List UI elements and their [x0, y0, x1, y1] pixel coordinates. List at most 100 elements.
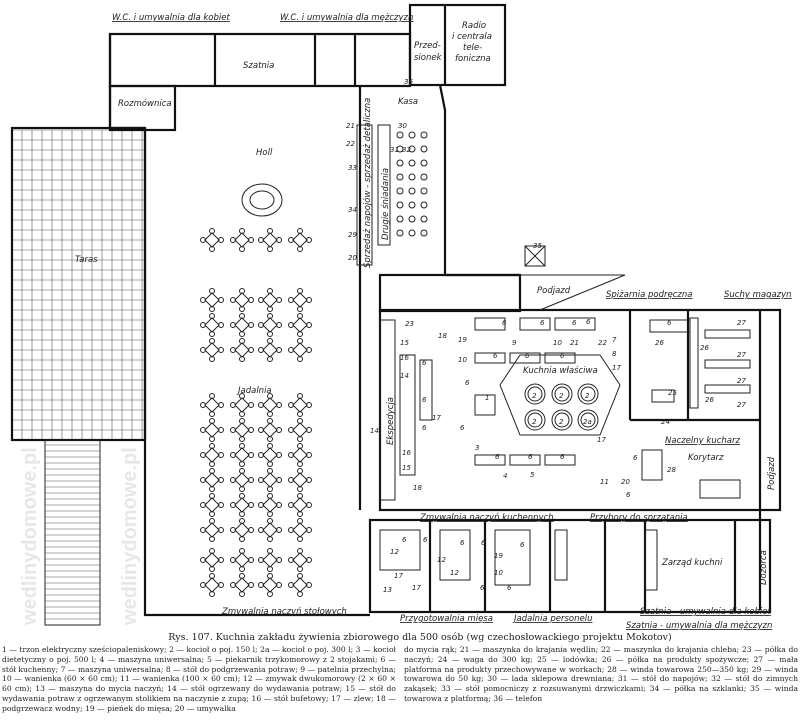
- equipment-number: 15: [400, 339, 409, 347]
- equipment-number: 6: [667, 319, 672, 327]
- chair: [396, 229, 404, 237]
- equipment-number: 6: [560, 453, 565, 461]
- label-meat-prep: Przygotowalnia mięsa: [400, 614, 493, 624]
- label-radio-3: tele-: [463, 43, 482, 53]
- equipment-number: 6: [422, 359, 427, 367]
- chair: [408, 131, 416, 139]
- chair: [420, 215, 428, 223]
- chair: [396, 201, 404, 209]
- label-kitchen-mgmt: Zarząd kuchni: [661, 558, 723, 568]
- dining-table: [288, 443, 312, 467]
- chair: [408, 229, 416, 237]
- chair: [408, 145, 416, 153]
- chair: [396, 215, 404, 223]
- chair: [396, 173, 404, 181]
- equipment-number: 2: [585, 392, 590, 400]
- boiler: [577, 383, 599, 405]
- dining-table: [200, 313, 224, 337]
- equipment-number: 36: [404, 78, 413, 86]
- equipment-number: 2a: [583, 418, 592, 426]
- equipment-number: 6: [495, 453, 500, 461]
- equipment-number: 35: [533, 242, 542, 250]
- label-vestibule: Przed-: [414, 41, 441, 51]
- equipment-number: 15: [402, 464, 411, 472]
- equipment-number: 12: [437, 556, 446, 564]
- label-pot-wash: Zmywalnia naczyń kuchennych: [419, 513, 554, 523]
- equipment-number: 20: [621, 478, 630, 486]
- label-driveway-right: Podjazd: [767, 456, 777, 490]
- equipment-number: 28: [667, 466, 676, 474]
- dining-table: [258, 288, 282, 312]
- equipment-number: 13: [383, 586, 392, 594]
- chair: [408, 173, 416, 181]
- equipment-number: 19: [494, 552, 503, 560]
- label-tableware-wash: Zmywalnia naczyń stołowych: [221, 607, 347, 617]
- equipment-number: 34: [348, 206, 357, 214]
- equipment-number: 27: [737, 377, 746, 385]
- equipment-number: 10: [553, 339, 562, 347]
- label-dispatch: Ekspedycja: [386, 397, 396, 445]
- chair: [420, 201, 428, 209]
- dining-table: [230, 288, 254, 312]
- equipment-number: 12: [390, 548, 399, 556]
- dining-table: [258, 548, 282, 572]
- equipment-number: 10: [458, 356, 467, 364]
- dining-table: [230, 313, 254, 337]
- label-hall: Holl: [256, 148, 273, 158]
- dining-table: [230, 393, 254, 417]
- equipment-number: 2: [559, 392, 564, 400]
- boiler: [524, 409, 546, 431]
- equipment-number: 32: [402, 146, 411, 154]
- chair: [420, 173, 428, 181]
- label-dry-store: Suchy magazyn: [724, 290, 792, 300]
- equipment-number: 29: [348, 231, 357, 239]
- equipment-number: 20: [348, 254, 357, 262]
- dining-table: [200, 443, 224, 467]
- equipment-number: 18: [438, 332, 447, 340]
- chair: [420, 187, 428, 195]
- equipment-number: 6: [402, 536, 407, 544]
- equipment-number: 22: [346, 140, 355, 148]
- equipment-number: 30: [398, 122, 407, 130]
- equipment-number: 8: [612, 350, 617, 358]
- floor-plan: W.C. i umywalnia dla kobiet W.C. i umywa…: [10, 3, 792, 630]
- equipment-number: 31: [390, 146, 399, 154]
- label-meeting-room: Rozmównica: [118, 98, 172, 109]
- chair: [420, 131, 428, 139]
- chair: [396, 145, 404, 153]
- equipment-number: 27: [737, 351, 746, 359]
- equipment-number: 6: [481, 539, 486, 547]
- boiler: [577, 409, 599, 431]
- dining-table: [230, 468, 254, 492]
- equipment-number: 22: [598, 339, 607, 347]
- equipment-number: 6: [493, 352, 498, 360]
- dining-table: [200, 493, 224, 517]
- dining-table: [288, 313, 312, 337]
- dining-table: [200, 338, 224, 362]
- chair: [420, 159, 428, 167]
- equipment-number: 18: [413, 484, 422, 492]
- dining-table: [230, 228, 254, 252]
- dining-table: [288, 393, 312, 417]
- label-corridor: Korytarz: [688, 453, 724, 463]
- label-driveway-top: Podjazd: [537, 286, 571, 296]
- equipment-number: 6: [525, 352, 530, 360]
- caption-legend-left: 1 — trzon elektryczny sześciopaleniskowy…: [2, 645, 396, 713]
- dining-table: [230, 548, 254, 572]
- label-vestibule-2: sionek: [414, 53, 443, 63]
- caption-title: Rys. 107. Kuchnia zakładu żywienia zbior…: [168, 632, 672, 643]
- equipment-number: 33: [348, 164, 357, 172]
- equipment-number: 1: [485, 394, 489, 402]
- chair: [408, 215, 416, 223]
- chair: [408, 187, 416, 195]
- equipment-number: 6: [560, 352, 565, 360]
- dining-table: [258, 493, 282, 517]
- equipment-number: 7: [612, 336, 617, 344]
- equipment-number: 16: [400, 354, 409, 362]
- equipment-number: 27: [737, 401, 746, 409]
- dining-table: [258, 393, 282, 417]
- dining-table: [288, 493, 312, 517]
- boiler: [551, 409, 573, 431]
- equipment-number: 6: [460, 539, 465, 547]
